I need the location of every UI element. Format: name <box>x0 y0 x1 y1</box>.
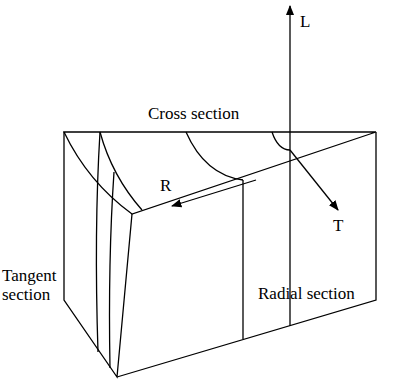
axis-label: R <box>160 176 171 195</box>
growth-ring <box>272 132 290 150</box>
section-label: Radial section <box>258 284 355 303</box>
section-label: Cross section <box>148 104 239 123</box>
ring-line <box>110 172 115 368</box>
axis-arrow-t <box>290 150 338 210</box>
ring-line <box>242 180 243 339</box>
section-label: Tangent section <box>2 266 94 304</box>
axis-label: T <box>333 216 343 235</box>
axis-arrow-l <box>289 6 290 150</box>
cross-section-face <box>64 132 376 214</box>
tangent-section-face <box>64 132 132 377</box>
axis-label: L <box>300 12 310 31</box>
radial-section-face <box>117 132 376 377</box>
growth-ring <box>186 132 243 180</box>
axis-arrow-r <box>172 180 256 206</box>
ring-line <box>96 132 100 352</box>
growth-ring <box>100 132 142 210</box>
